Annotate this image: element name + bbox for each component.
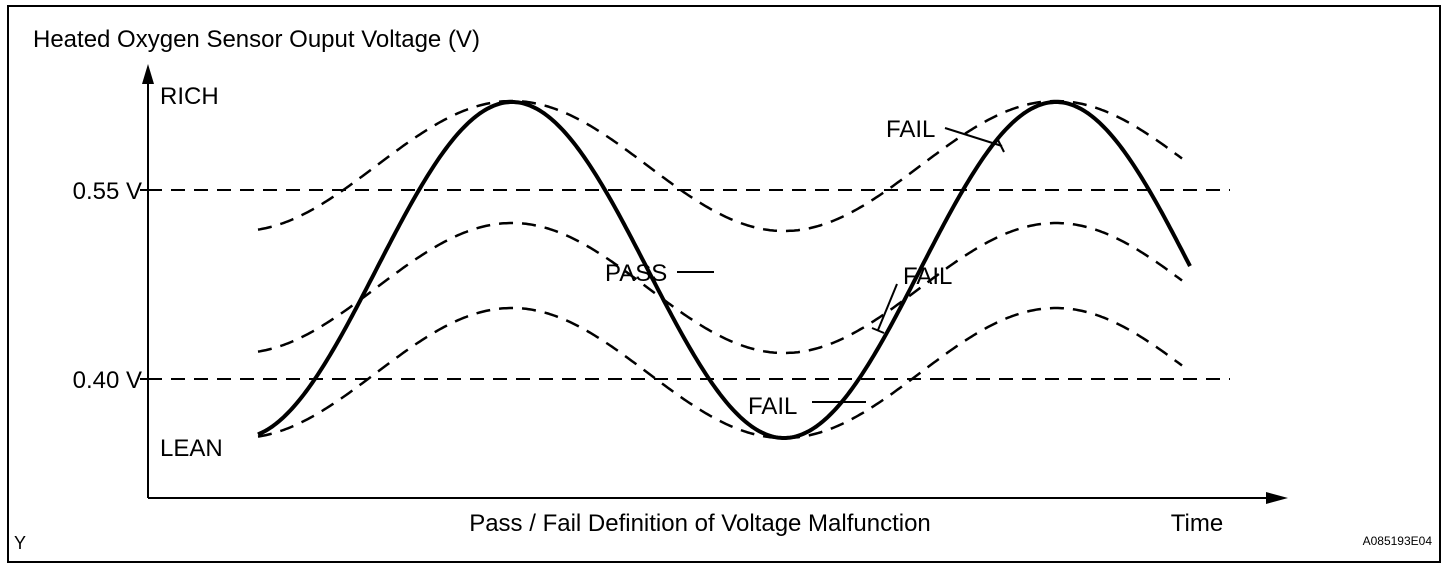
fail-lower-label: FAIL: [748, 393, 797, 420]
fail-waveform-upper: [257, 99, 1183, 233]
y-axis-title: Heated Oxygen Sensor Ouput Voltage (V): [33, 26, 480, 53]
figure-caption: Pass / Fail Definition of Voltage Malfun…: [469, 510, 931, 537]
pass-label: PASS: [605, 260, 667, 287]
y-axis-arrow: [142, 64, 154, 84]
fail-upper-label: FAIL: [886, 116, 935, 143]
pass-waveform: [257, 100, 1192, 440]
rich-label: RICH: [160, 83, 219, 110]
low-threshold-label: 0.40 V: [73, 367, 142, 394]
high-threshold-label: 0.55 V: [73, 178, 142, 205]
corner-mark: Y: [14, 533, 26, 553]
lean-label: LEAN: [160, 435, 223, 462]
fail-upper-leader-tick: [997, 139, 1005, 153]
fail-waveform-middle: [257, 221, 1183, 355]
fail-upper-leader: [944, 127, 1003, 147]
time-label: Time: [1171, 510, 1223, 537]
figure-border: [7, 5, 1441, 563]
x-axis-arrow: [1266, 492, 1288, 504]
fail-middle-leader: [877, 283, 898, 331]
fail-waveform-lower: [257, 306, 1183, 440]
fail-middle-leader-tick: [871, 327, 885, 334]
figure-id: A085193E04: [1363, 534, 1433, 548]
fail-middle-label: FAIL: [903, 263, 952, 290]
